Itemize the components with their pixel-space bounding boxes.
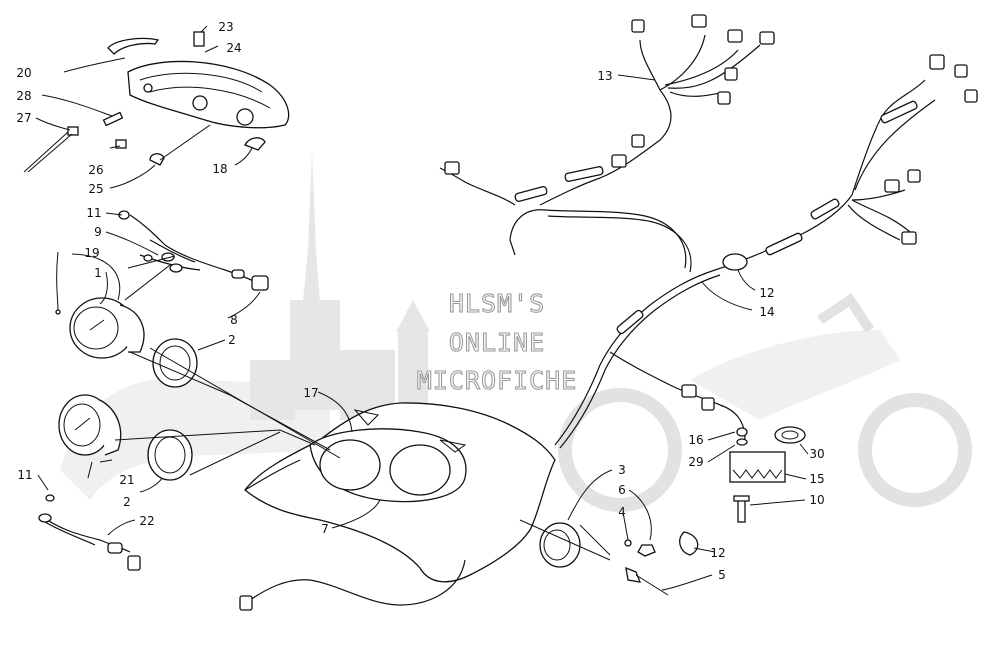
callout-14: 14 <box>759 305 774 319</box>
callout-16: 16 <box>688 433 703 447</box>
callout-15: 15 <box>809 472 824 486</box>
gauge-lower-assembly <box>38 394 193 571</box>
callout-11-lower: 11 <box>17 468 32 482</box>
watermark-text: HLSM'S ONLINE MICROFICHE <box>416 288 578 395</box>
callout-23: 23 <box>218 20 233 34</box>
callout-5: 5 <box>718 568 726 582</box>
callout-3: 3 <box>618 463 626 477</box>
callout-20: 20 <box>16 66 31 80</box>
callout-4: 4 <box>618 505 626 519</box>
callout-8: 8 <box>230 313 238 327</box>
instrument-pod-assembly <box>23 31 290 173</box>
callout-2-lower: 2 <box>123 495 131 509</box>
callout-12-lower: 12 <box>710 546 725 560</box>
watermark-line-2: ONLINE <box>449 328 545 357</box>
callout-1: 1 <box>94 266 102 280</box>
callout-18: 18 <box>212 162 227 176</box>
callout-9: 9 <box>94 225 102 239</box>
watermark-line-3: MICROFICHE <box>417 366 578 395</box>
callout-29: 29 <box>688 455 703 469</box>
callout-27: 27 <box>16 111 31 125</box>
callout-13: 13 <box>597 69 612 83</box>
watermark-line-1: HLSM'S <box>449 289 545 318</box>
leader-lines <box>35 25 809 591</box>
callout-7: 7 <box>321 522 329 536</box>
callout-22: 22 <box>139 514 154 528</box>
main-wiring-harness <box>439 14 978 449</box>
callout-labels: 23 24 20 28 27 26 25 18 11 9 19 1 8 2 13… <box>16 20 824 582</box>
callout-6: 6 <box>618 483 626 497</box>
callout-24: 24 <box>226 41 241 55</box>
callout-2-upper: 2 <box>228 333 236 347</box>
callout-17: 17 <box>303 386 318 400</box>
callout-28: 28 <box>16 89 31 103</box>
callout-26: 26 <box>88 163 103 177</box>
callout-25: 25 <box>88 182 103 196</box>
rectifier-switch-group <box>519 426 806 596</box>
callout-12-upper: 12 <box>759 286 774 300</box>
callout-11-upper: 11 <box>86 206 101 220</box>
callout-19: 19 <box>84 246 99 260</box>
callout-30: 30 <box>809 447 824 461</box>
gauge-upper-assembly <box>55 210 269 388</box>
callout-10: 10 <box>809 493 824 507</box>
callout-21: 21 <box>119 473 134 487</box>
